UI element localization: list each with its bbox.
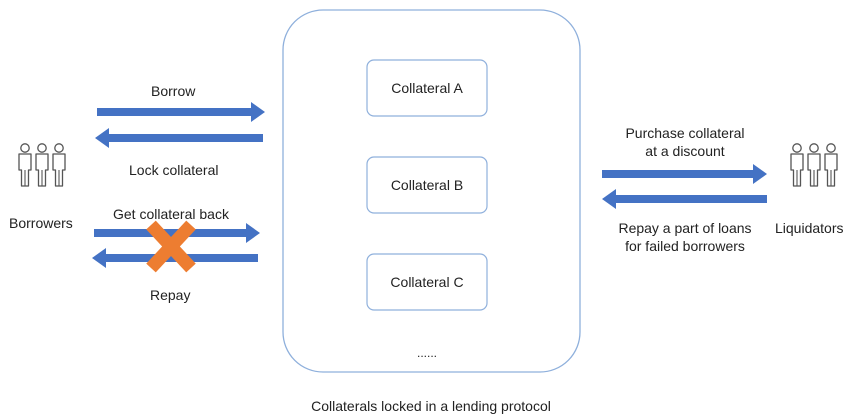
repay-loans-arrow: [602, 189, 767, 209]
liquidators-people-icon: [790, 143, 838, 187]
repay-label: Repay: [150, 287, 191, 303]
borrowers-label: Borrowers: [9, 215, 73, 231]
borrow-label: Borrow: [151, 83, 196, 99]
purchase-collateral-label-line1: Purchase collateral: [625, 125, 745, 141]
get-collateral-back-label: Get collateral back: [113, 206, 229, 222]
collateral-a-label: Collateral A: [391, 80, 463, 96]
collateral-b-label: Collateral B: [390, 177, 464, 193]
cross-icon: [146, 220, 196, 273]
purchase-collateral-arrow: [602, 164, 767, 184]
repay-loans-label-line1: Repay a part of loans: [618, 220, 752, 236]
repay-loans-label-line2: for failed borrowers: [625, 238, 745, 254]
purchase-collateral-label-line2: at a discount: [645, 143, 725, 159]
protocol-caption: Collaterals locked in a lending protocol: [311, 398, 551, 414]
collateral-a-box: [366, 59, 488, 117]
collateral-b-box: [366, 156, 488, 214]
liquidators-label: Liquidators: [775, 220, 844, 236]
collateral-ellipsis: ......: [416, 346, 437, 360]
lock-collateral-arrow: [95, 128, 263, 148]
collateral-c-box: [366, 253, 488, 311]
borrowers-people-icon: [18, 143, 66, 187]
borrow-arrow: [97, 102, 265, 122]
collateral-c-label: Collateral C: [390, 274, 464, 290]
lock-collateral-label: Lock collateral: [129, 162, 219, 178]
